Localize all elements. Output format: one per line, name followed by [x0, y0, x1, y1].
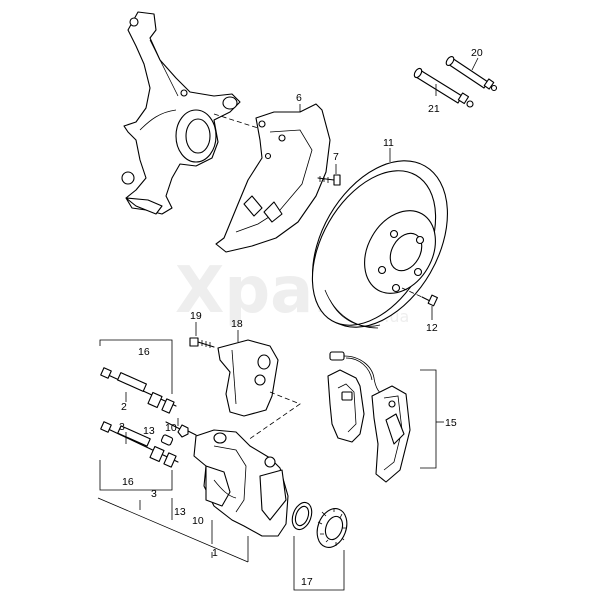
dust-boot[interactable] — [312, 504, 352, 551]
label-20: 20 — [471, 47, 483, 59]
brake-disc[interactable] — [285, 137, 475, 351]
splash-shield[interactable] — [215, 103, 331, 253]
leader-20 — [471, 57, 479, 71]
brake-caliper[interactable] — [193, 429, 289, 537]
piston-seal[interactable] — [289, 500, 315, 532]
label-12: 12 — [426, 322, 438, 334]
label-17: 17 — [301, 576, 313, 588]
label-2: 2 — [121, 401, 127, 413]
label-10-lower: 10 — [192, 515, 204, 527]
label-10-upper: 10 — [165, 422, 177, 434]
label-19: 19 — [190, 310, 202, 322]
bracket-16-lower — [99, 460, 173, 491]
label-1: 1 — [212, 547, 218, 559]
label-7: 7 — [333, 151, 339, 163]
label-3-lower: 3 — [151, 488, 157, 500]
guide-pin-upper[interactable] — [100, 367, 177, 414]
label-13-lower: 13 — [174, 506, 186, 518]
bleeder-cap[interactable] — [160, 434, 174, 446]
label-13-upper: 13 — [143, 425, 155, 437]
grease-tube-21[interactable] — [413, 67, 474, 108]
label-18: 18 — [231, 318, 243, 330]
caliper-bracket[interactable] — [217, 339, 279, 417]
brake-pad-inner[interactable] — [371, 385, 411, 483]
grease-tube-20[interactable] — [445, 55, 498, 92]
label-6: 6 — [296, 92, 302, 104]
brake-pad-outer[interactable] — [327, 369, 365, 443]
bleeder-valve[interactable] — [165, 421, 197, 438]
bracket-to-caliper-line — [247, 391, 301, 441]
bracket-17 — [293, 536, 345, 591]
bracket-15 — [420, 369, 437, 469]
label-11: 11 — [383, 137, 394, 149]
label-3-upper: 3 — [119, 421, 125, 433]
pad-wear-sensor[interactable] — [329, 351, 393, 401]
label-15: 15 — [445, 417, 457, 429]
label-16-lower: 16 — [122, 476, 134, 488]
label-16-upper: 16 — [138, 346, 150, 358]
disc-screw[interactable] — [401, 287, 438, 307]
steering-knuckle[interactable] — [121, 11, 241, 215]
guide-pin-lower[interactable] — [100, 421, 179, 468]
bracket-16-upper — [99, 339, 173, 394]
shield-bolt[interactable] — [317, 174, 341, 186]
bracket-bolt[interactable] — [189, 337, 215, 348]
callout-tree-1 — [97, 497, 249, 563]
label-21: 21 — [428, 103, 440, 115]
